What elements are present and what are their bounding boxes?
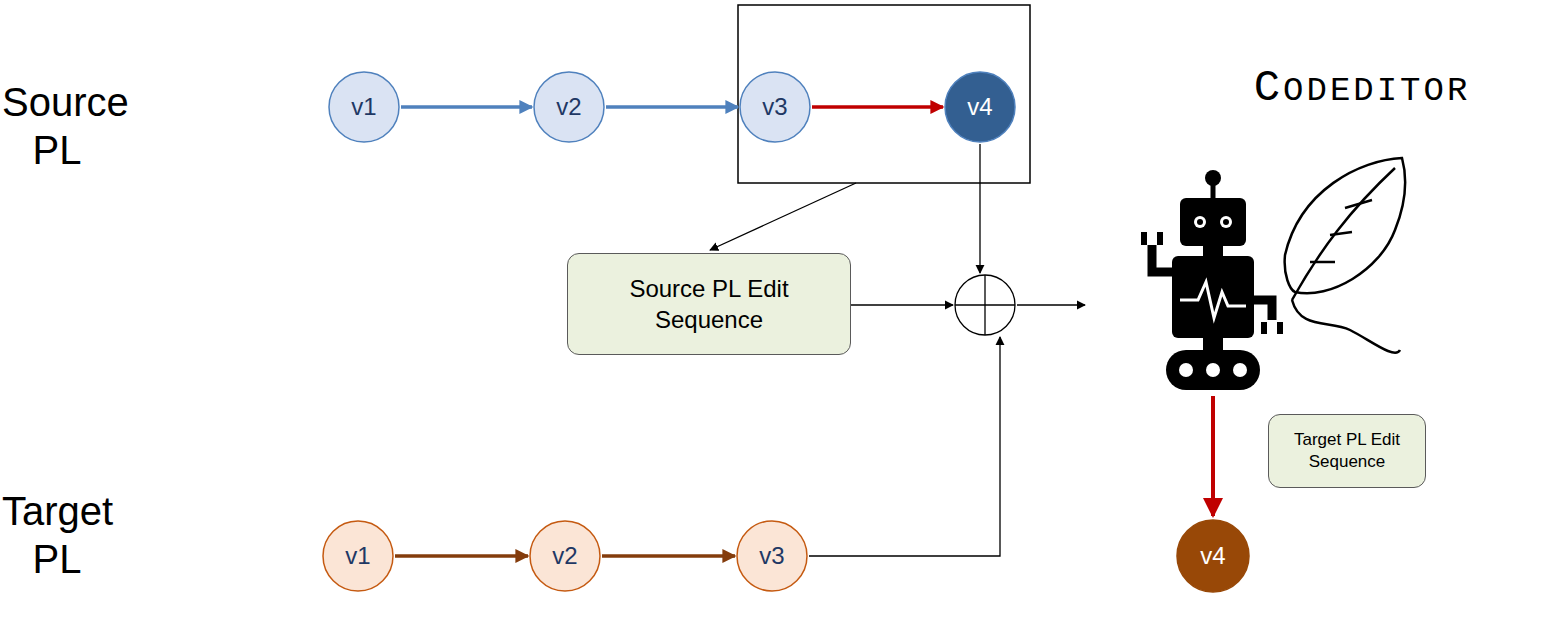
version-circle: v4 [944,71,1016,143]
node-text: Target PL Edit Sequence [1279,429,1415,473]
leader-arrow [710,183,856,250]
version-circle: v1 [328,71,400,143]
selection-frame [738,5,1030,183]
tool-name: CODEDITOR [1254,63,1471,113]
node-text: v3 [762,93,787,121]
version-circle: v2 [529,520,601,592]
version-circle: v3 [739,71,811,143]
node-text: v1 [345,542,370,570]
node-text: v4 [967,93,992,121]
version-arrow [812,105,943,109]
concat-symbol [955,275,1015,335]
node-text: v2 [552,542,577,570]
version-circle: v3 [736,520,808,592]
node-text: Source PL Edit Sequence [578,273,840,335]
version-arrow [602,554,735,558]
output-arrow [1211,396,1215,516]
row-label: Target PL [2,487,112,583]
input-arrow [809,337,1000,556]
version-circle: v4 [1176,519,1250,593]
node-text: v4 [1200,542,1225,570]
version-arrow [606,105,738,109]
output-arrow [1017,304,1085,305]
version-arrow [401,105,532,109]
input-arrow [851,304,953,305]
robot-icon [1144,170,1280,390]
input-arrow [979,144,980,273]
version-arrow [395,554,528,558]
node-text: v1 [351,93,376,121]
version-circle: v1 [322,520,394,592]
version-circle: v2 [533,71,605,143]
edit-sequence-box: Source PL Edit Sequence [567,253,851,355]
node-text: v3 [759,542,784,570]
node-text: v2 [556,93,581,121]
feather-icon [1285,158,1405,353]
edit-sequence-box: Target PL Edit Sequence [1268,414,1426,488]
row-label: Source PL [2,78,112,174]
